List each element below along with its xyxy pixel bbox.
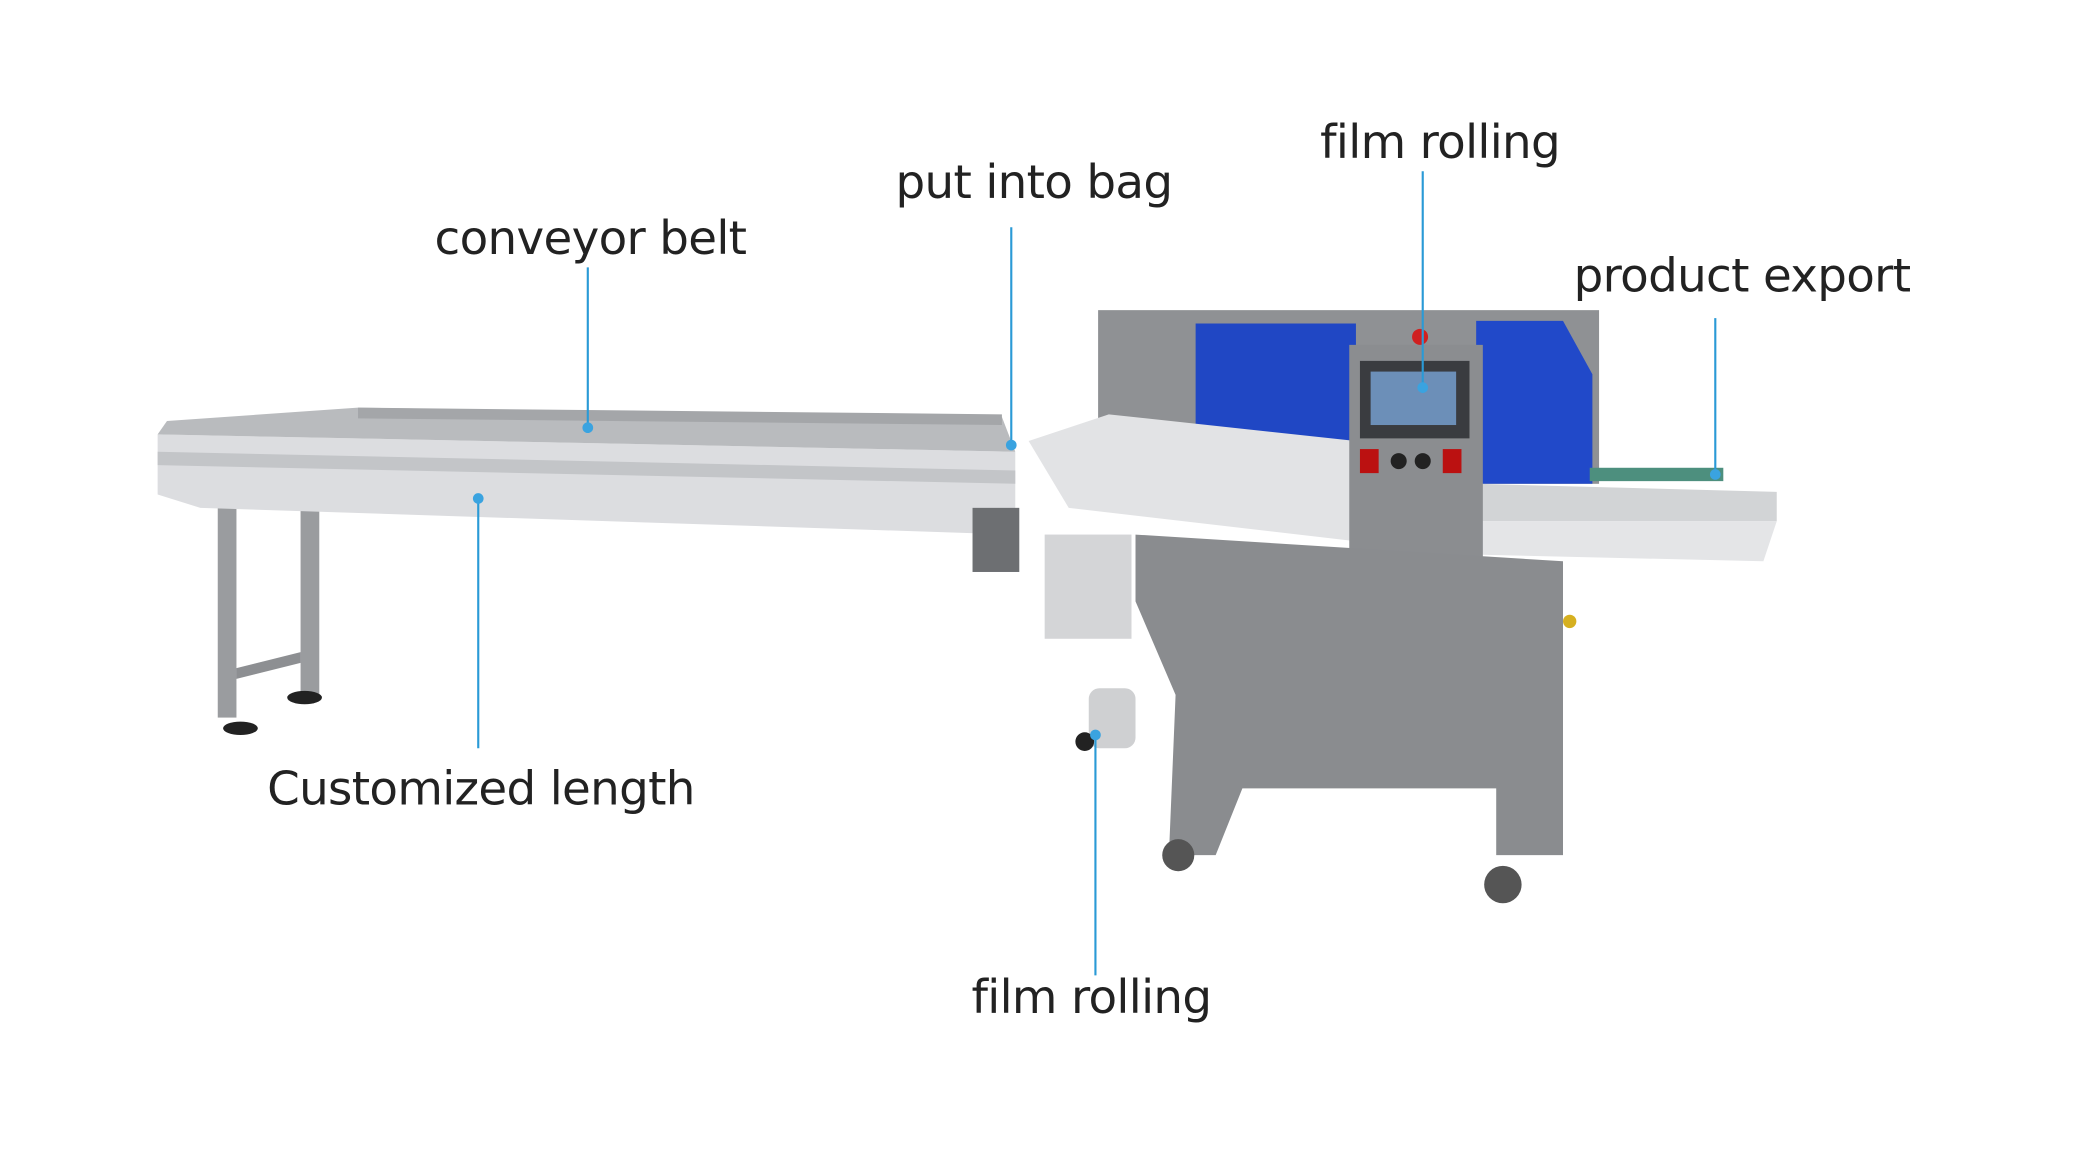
label-film-rolling-bottom: film rolling: [971, 971, 1211, 1025]
label-product-export: product export: [1574, 249, 1911, 303]
callout-film-rolling-bottom: film rolling: [971, 729, 1212, 1025]
label-film-rolling-top: film rolling: [1320, 116, 1560, 170]
pointer-dot: [472, 493, 484, 504]
label-conveyor-belt: conveyor belt: [435, 212, 747, 266]
label-customized-length: Customized length: [267, 762, 695, 816]
pointer-dot: [582, 422, 594, 434]
pointer-dot: [1090, 729, 1101, 741]
pointer-dot: [1417, 382, 1429, 393]
machine-illustration: [1028, 310, 1777, 904]
callout-conveyor-belt: conveyor belt: [435, 212, 747, 434]
callout-film-rolling-top: film rolling: [1320, 116, 1561, 393]
label-put-into-bag: put into bag: [896, 156, 1173, 210]
conveyor-illustration: [157, 407, 1020, 735]
callout-customized-length: Customized length: [267, 493, 695, 816]
callout-put-into-bag: put into bag: [896, 156, 1173, 451]
pointer-dot: [1005, 439, 1017, 451]
pointer-dot: [1709, 469, 1721, 480]
callout-product-export: product export: [1574, 249, 1911, 480]
